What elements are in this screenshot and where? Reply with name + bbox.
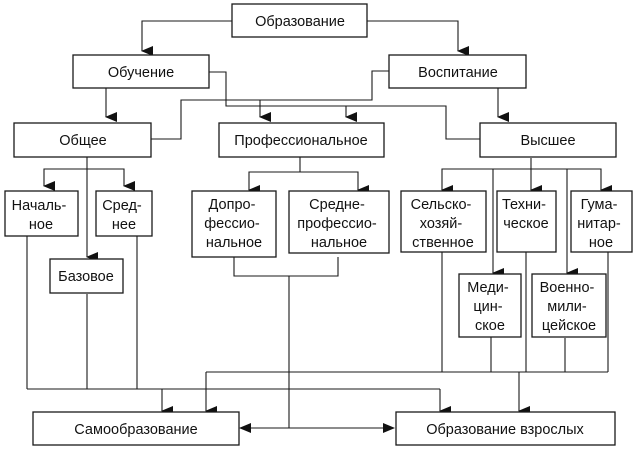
svg-text:Средне- профессио-: Средне- профессио- нальное [297, 197, 381, 251]
node-general-label: Общее [59, 133, 106, 149]
node-learning: Обучение [72, 54, 210, 89]
node-root-label: Образование [255, 14, 345, 30]
node-medical-label-3: ское [475, 318, 505, 334]
svg-text:Началь- ное: Началь- ное [12, 198, 71, 233]
edge-higher-agri [441, 158, 532, 195]
node-humanities-label-3: ное [589, 235, 613, 251]
node-agri-label-3: ственное [412, 235, 474, 251]
node-midprof-label-2: профессио- [297, 216, 377, 232]
edge-root-learning [141, 20, 232, 56]
svg-text:Базовое: Базовое [58, 269, 114, 285]
node-humanities: Гума- нитар- ное [570, 190, 633, 253]
node-learning-label: Обучение [108, 65, 174, 81]
svg-text:Меди- цин- ское: Меди- цин- ское [467, 280, 512, 334]
svg-text:Образование: Образование [255, 14, 345, 30]
node-military-label-1: Военно- [540, 280, 595, 296]
node-upbringing: Воспитание [388, 54, 527, 89]
node-basic: Базовое [49, 258, 124, 294]
node-preprof: Допро- фессио- нальное [191, 190, 277, 258]
node-preprof-label-3: нальное [206, 235, 262, 251]
svg-text:Высшее: Высшее [520, 133, 575, 149]
svg-text:Общее: Общее [59, 133, 106, 149]
node-secondary-label-1: Сред- [102, 198, 142, 214]
node-military-label-2: мили- [547, 299, 587, 315]
node-adultedu-label: Образование взрослых [426, 422, 584, 438]
svg-text:Обучение: Обучение [108, 65, 174, 81]
node-primary-label-1: Началь- [12, 198, 67, 214]
node-humanities-label-2: нитар- [577, 216, 621, 232]
node-selfedu: Самообразование [32, 411, 240, 446]
node-agri: Сельско- хозяй- ственное [400, 190, 487, 253]
node-basic-label: Базовое [58, 269, 114, 285]
node-medical: Меди- цин- ское [458, 273, 522, 338]
node-midprof-label-1: Средне- [309, 197, 365, 213]
node-professional: Профессиональное [218, 122, 385, 158]
svg-text:Самообразование: Самообразование [74, 422, 197, 438]
edge-general-primary [43, 157, 88, 191]
node-selfedu-label: Самообразование [74, 422, 197, 438]
node-technical-label-2: ческое [503, 216, 549, 232]
edge-preprof-join [233, 257, 339, 277]
edge-general-secondary [87, 168, 135, 191]
edge-learning-higher [346, 105, 480, 140]
node-preprof-label-2: фессио- [204, 216, 260, 232]
node-secondary-label-2: нее [112, 217, 136, 233]
edge-learning-professional [209, 71, 357, 122]
node-higher-label: Высшее [520, 133, 575, 149]
node-root: Образование [231, 3, 368, 38]
node-upbringing-label: Воспитание [418, 65, 498, 81]
svg-text:Техни- ческое: Техни- ческое [502, 197, 550, 232]
svg-text:Военно- мили- цейс: Военно- мили- цейское [540, 280, 599, 334]
svg-text:Допро- фессио- нал: Допро- фессио- нальное [204, 197, 264, 251]
svg-text:Профессиональное: Профессиональное [234, 133, 367, 149]
node-medical-label-2: цин- [473, 299, 502, 315]
edge-prof-midprof [300, 171, 369, 195]
edge-upbringing-general [151, 70, 389, 140]
node-midprof: Средне- профессио- нальное [288, 190, 390, 254]
node-agri-label-2: хозяй- [420, 216, 463, 232]
node-adultedu: Образование взрослых [395, 411, 616, 446]
node-higher: Высшее [479, 122, 617, 158]
node-technical-label-1: Техни- [502, 197, 546, 213]
node-professional-label: Профессиональное [234, 133, 367, 149]
node-medical-label-1: Меди- [467, 280, 509, 296]
node-military-label-3: цейское [542, 318, 596, 334]
svg-text:Образование взрослых: Образование взрослых [426, 422, 584, 438]
svg-text:Сред- нее: Сред- нее [102, 198, 146, 233]
node-primary: Началь- ное [4, 190, 79, 237]
node-primary-label-2: ное [29, 217, 53, 233]
svg-text:Воспитание: Воспитание [418, 65, 498, 81]
connectors [26, 20, 612, 433]
node-agri-label-1: Сельско- [411, 197, 472, 213]
edge-prof-preprof [248, 157, 301, 195]
node-technical: Техни- ческое [496, 190, 557, 253]
node-humanities-label-1: Гума- [581, 197, 618, 213]
node-general: Общее [13, 122, 152, 158]
node-midprof-label-3: нальное [311, 235, 367, 251]
svg-text:Сельско- хозяй- ст: Сельско- хозяй- ственное [411, 197, 476, 251]
edge-root-upbringing [367, 20, 469, 56]
node-military: Военно- мили- цейское [531, 273, 607, 338]
svg-text:Гума- нитар- ное: Гума- нитар- ное [577, 197, 625, 251]
node-secondary: Сред- нее [95, 190, 153, 237]
node-preprof-label-1: Допро- [209, 197, 256, 213]
edge-higher-humanities [531, 168, 612, 195]
